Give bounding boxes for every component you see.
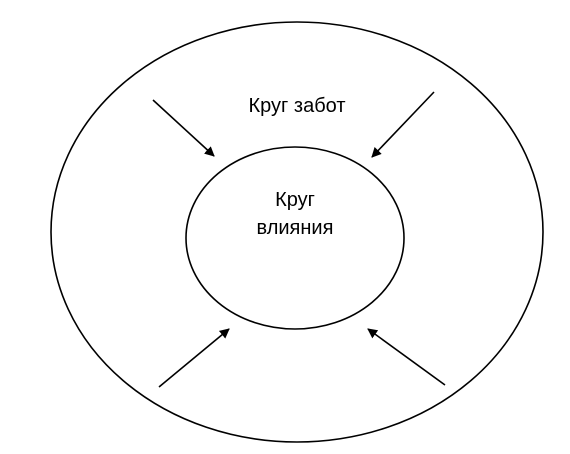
arrow-top-right — [371, 91, 435, 158]
outer-circle-label: Круг забот — [248, 95, 346, 117]
inner-circle-label-line2: влияния — [256, 217, 334, 239]
arrow-bottom-right — [367, 328, 446, 386]
arrow-bottom-left — [158, 328, 230, 388]
outer-circle-concern — [50, 21, 544, 443]
inner-circle-label-line1: Круг — [275, 189, 315, 211]
inner-circle-influence — [185, 146, 405, 330]
arrow-top-left — [152, 99, 215, 157]
inner-circle-label: Круг влияния — [215, 186, 375, 242]
